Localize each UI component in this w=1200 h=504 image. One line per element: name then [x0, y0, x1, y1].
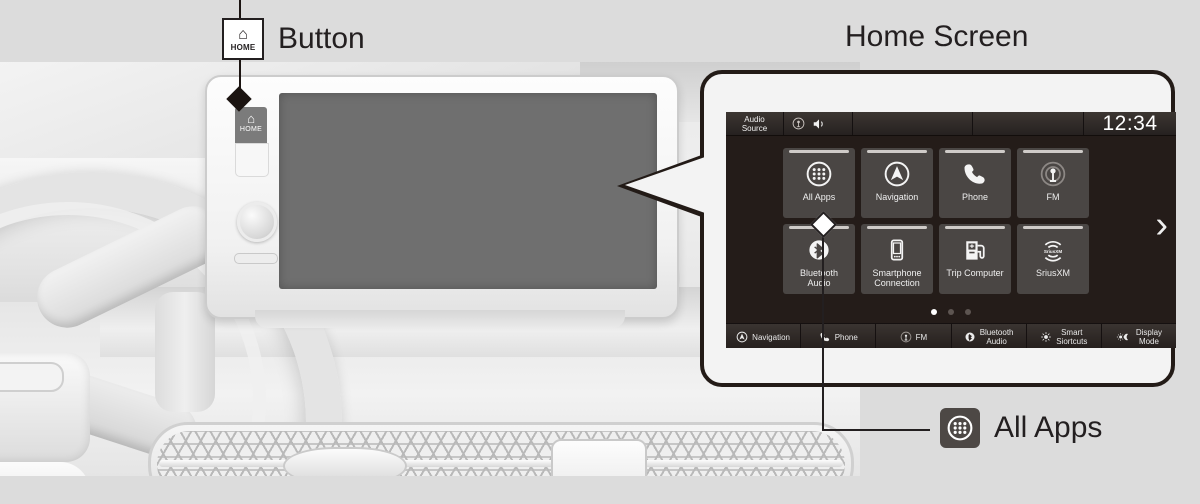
bottom-bar-fm[interactable]: FM: [876, 324, 952, 348]
infotainment-home-screen: Audio Source 12:34 A: [726, 112, 1176, 348]
status-spacer-right: [973, 112, 1084, 135]
day-night-icon: [1116, 331, 1132, 343]
tile-label: Navigation: [875, 192, 919, 202]
radio-antenna-icon: [1039, 157, 1067, 190]
phone-handset-icon: [961, 157, 989, 190]
head-unit-home-button-base: [235, 143, 269, 177]
home-button-label: HOME: [239, 126, 263, 133]
tile-label: Phone: [961, 192, 989, 202]
home-screen-title: Home Screen: [845, 20, 1029, 53]
audio-source-line2: Source: [741, 123, 768, 133]
all-apps-legend-label: All Apps: [994, 411, 1103, 444]
bottom-bar-label: Navigation: [752, 332, 790, 342]
smartphone-icon: [883, 233, 911, 266]
home-screen-body: All Apps Navigation Phone: [726, 136, 1176, 323]
head-unit-home-button[interactable]: ⌂ HOME: [235, 107, 267, 143]
bluetooth-icon: [964, 331, 976, 343]
page-dot-1[interactable]: [931, 309, 937, 315]
bottom-bar-navigation[interactable]: Navigation: [726, 324, 802, 348]
tile-fm[interactable]: FM: [1017, 148, 1089, 218]
status-bar: Audio Source 12:34: [726, 112, 1176, 136]
vent-direction-knob: [283, 447, 407, 476]
media-slot: [234, 253, 278, 264]
bluetooth-icon: [805, 233, 833, 266]
radio-antenna-icon: [792, 117, 805, 130]
home-icon-label: HOME: [230, 42, 256, 52]
head-unit-base: [255, 310, 625, 328]
audio-source-line1: Audio: [744, 114, 765, 124]
vent-center-panel: [551, 439, 647, 476]
volume-knob[interactable]: [237, 202, 277, 242]
page-dot-3[interactable]: [965, 309, 971, 315]
navigation-compass-icon: [736, 331, 748, 343]
head-unit: ⌂ HOME: [205, 75, 679, 319]
steering-column: [155, 292, 215, 412]
brightness-icon: [1040, 331, 1052, 343]
status-icons: [784, 112, 853, 135]
callout-tail-fill: [625, 157, 705, 213]
head-unit-display: [279, 93, 657, 289]
tile-siriusxm[interactable]: SriusXM SriusXM: [1017, 224, 1089, 294]
tile-all-apps[interactable]: All Apps: [783, 148, 855, 218]
tile-label: SriusXM: [1035, 268, 1070, 278]
home-icon: ⌂ HOME: [222, 18, 264, 60]
bottom-bar-label: Phone: [834, 332, 858, 342]
tile-label: Trip Computer: [946, 268, 1004, 278]
center-air-vent: [148, 422, 854, 476]
all-apps-icon: [940, 408, 980, 448]
tile-trip-computer[interactable]: Trip Computer: [939, 224, 1011, 294]
audio-source-button[interactable]: Audio Source: [726, 112, 784, 135]
svg-text:SriusXM: SriusXM: [1044, 248, 1063, 253]
navigation-compass-icon: [883, 157, 911, 190]
vent-mesh: [157, 431, 845, 476]
clock: 12:34: [1102, 112, 1158, 135]
radio-antenna-icon: [900, 331, 912, 343]
siriusxm-icon: SriusXM: [1036, 233, 1070, 266]
steering-wheel-bottom-pad: [0, 462, 90, 476]
all-apps-icon: [805, 157, 833, 190]
button-caption-text: Button: [278, 22, 365, 55]
status-spacer-left: [853, 112, 973, 135]
bottom-bar-phone[interactable]: Phone: [801, 324, 877, 348]
tile-label: All Apps: [802, 192, 836, 202]
tile-navigation[interactable]: Navigation: [861, 148, 933, 218]
page-dot-2[interactable]: [948, 309, 954, 315]
vent-horizontal-bar: [159, 460, 843, 467]
volume-speaker-icon: [812, 118, 826, 130]
tile-phone[interactable]: Phone: [939, 148, 1011, 218]
home-button-caption: ⌂ HOME Button: [222, 18, 365, 60]
bottom-bar-label: FM: [915, 332, 928, 342]
home-house-glyph-icon: ⌂: [238, 25, 248, 43]
tile-label: FM: [1046, 192, 1060, 202]
all-apps-leader-vertical: [822, 222, 824, 430]
steering-wheel-control-button: [0, 362, 64, 392]
phone-handset-icon: [819, 331, 831, 343]
pagination-dots: [726, 309, 1176, 315]
all-apps-legend: All Apps: [940, 408, 1102, 448]
all-apps-leader-horizontal: [822, 429, 930, 431]
fuel-pump-icon: [961, 233, 989, 266]
home-house-icon: ⌂: [247, 111, 255, 126]
next-page-chevron-icon[interactable]: ›: [1155, 204, 1168, 246]
